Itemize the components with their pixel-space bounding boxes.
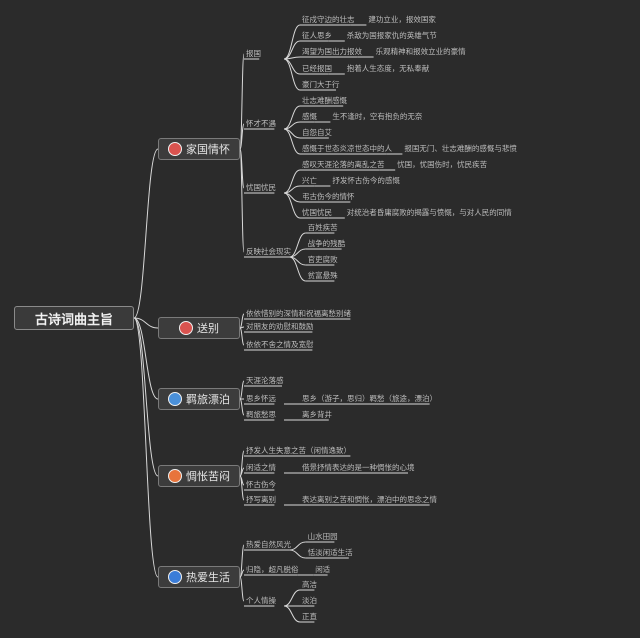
item-3-3-0[interactable]: 表达离别之苦和惆怅，漂泊中的思念之情 [302,495,437,504]
item-0-1-3[interactable]: 感慨于世态炎凉世态中的人 [302,144,392,153]
category-0[interactable]: 家国情怀 [158,138,240,160]
group-3-1[interactable]: 闲适之情 [246,463,276,472]
item-0-0-4[interactable]: 豪门大于行 [302,80,340,89]
group-2-1[interactable]: 思乡怀远 [246,394,276,403]
item-4-2-2[interactable]: 正直 [302,612,317,621]
group-3-2[interactable]: 怀古伤今 [246,480,276,489]
group-4-0[interactable]: 热爱自然风光 [246,540,291,549]
item-2-1-0[interactable]: 思乡（游子，思归）羁愁（旅途，漂泊） [302,394,437,403]
group-3-3[interactable]: 抒写离别 [246,495,276,504]
item-0-3-3[interactable]: 贫富悬殊 [307,271,338,280]
item-0-1-2[interactable]: 自怨自艾 [302,128,332,137]
group-0-1[interactable]: 怀才不遇 [246,119,276,128]
item-0-0-2[interactable]: 渴望为国出力报效 [302,47,362,56]
group-1-0[interactable]: 依依惜别的深情和祝福离愁别绪 [246,309,351,318]
category-label: 羁旅漂泊 [186,393,230,406]
category-3[interactable]: 惆怅苦闷 [158,465,240,487]
item-0-2-0[interactable]: 感叹天涯沦落的离乱之苦 [302,160,385,169]
group-0-0[interactable]: 报国 [246,49,261,58]
group-4-2[interactable]: 个人情操 [246,596,276,605]
note-0-0-1[interactable]: 杀敌为国报家仇的英雄气节 [346,31,437,40]
group-2-2[interactable]: 羁旅愁思 [246,410,276,419]
flame-icon [168,570,182,584]
item-0-0-3[interactable]: 已经报国 [302,64,332,73]
note-0-2-1[interactable]: 抒发怀古伤今的感慨 [332,176,400,185]
note-0-1-1[interactable]: 生不逢时，空有抱负的无奈 [332,112,423,121]
group-0-3[interactable]: 反映社会现实 [246,247,291,256]
note-0-1-3[interactable]: 报国无门、壮志难酬的感慨与悲愤 [404,144,517,153]
item-4-2-0[interactable]: 高洁 [302,580,317,589]
note-0-2-3[interactable]: 对统治者昏庸腐败的揭露与愤慨，与对人民的同情 [346,208,512,217]
root-node[interactable]: 古诗词曲主旨 [14,306,134,330]
group-1-2[interactable]: 依依不舍之情及宽慰 [246,340,314,349]
note-0-2-0[interactable]: 忧国，忧国伤时，忧民疾苦 [397,160,488,169]
item-0-1-1[interactable]: 感慨 [302,112,317,121]
group-3-0[interactable]: 抒发人生失意之苦（闲情逸致） [246,446,351,455]
note-0-0-3[interactable]: 抱着人生态度，无私奉献 [346,64,430,73]
category-label: 家国情怀 [186,143,230,156]
send-icon [168,392,182,406]
item-3-1-0[interactable]: 借景抒情表达的是一种惆怅的心境 [302,463,415,472]
note-0-0-2[interactable]: 乐观精神和报效立业的豪情 [375,47,466,56]
item-0-2-2[interactable]: 弔古伤今的情怀 [302,192,355,201]
category-label: 热爱生活 [186,571,230,584]
group-1-1[interactable]: 对朋友的劝慰和鼓励 [246,322,314,331]
item-4-0-0[interactable]: 山水田园 [307,532,338,541]
note-0-0-0[interactable]: 建功立业，报效国家 [368,15,436,24]
item-0-3-1[interactable]: 战争的残酷 [307,239,346,248]
item-0-0-0[interactable]: 征戍守边的壮志 [302,15,355,24]
item-4-2-1[interactable]: 淡泊 [302,596,317,605]
item-2-2-0[interactable]: 离乡背井 [302,410,332,419]
target-icon [168,142,182,156]
star-icon [168,469,182,483]
item-0-3-0[interactable]: 百姓疾苦 [307,223,338,232]
category-label: 惆怅苦闷 [186,470,230,483]
item-4-0-1[interactable]: 恬淡闲适生活 [307,548,353,557]
category-4[interactable]: 热爱生活 [158,566,240,588]
group-0-2[interactable]: 忧国忧民 [246,183,276,192]
group-2-0[interactable]: 天涯沦落感 [246,376,284,385]
item-0-1-0[interactable]: 壮志难酬感慨 [302,96,347,105]
item-0-0-1[interactable]: 征人思乡 [302,31,332,40]
item-0-2-3[interactable]: 忧国忧民 [302,208,332,217]
group-4-1[interactable]: 归隐，超凡脱俗 [246,565,299,574]
category-label: 送别 [197,322,219,335]
item-4-1-0[interactable]: 闲适 [315,565,331,574]
flower-icon [179,321,193,335]
item-0-3-2[interactable]: 官吏腐败 [307,255,338,264]
item-0-2-1[interactable]: 兴亡 [302,176,317,185]
category-2[interactable]: 羁旅漂泊 [158,388,240,410]
category-1[interactable]: 送别 [158,317,240,339]
